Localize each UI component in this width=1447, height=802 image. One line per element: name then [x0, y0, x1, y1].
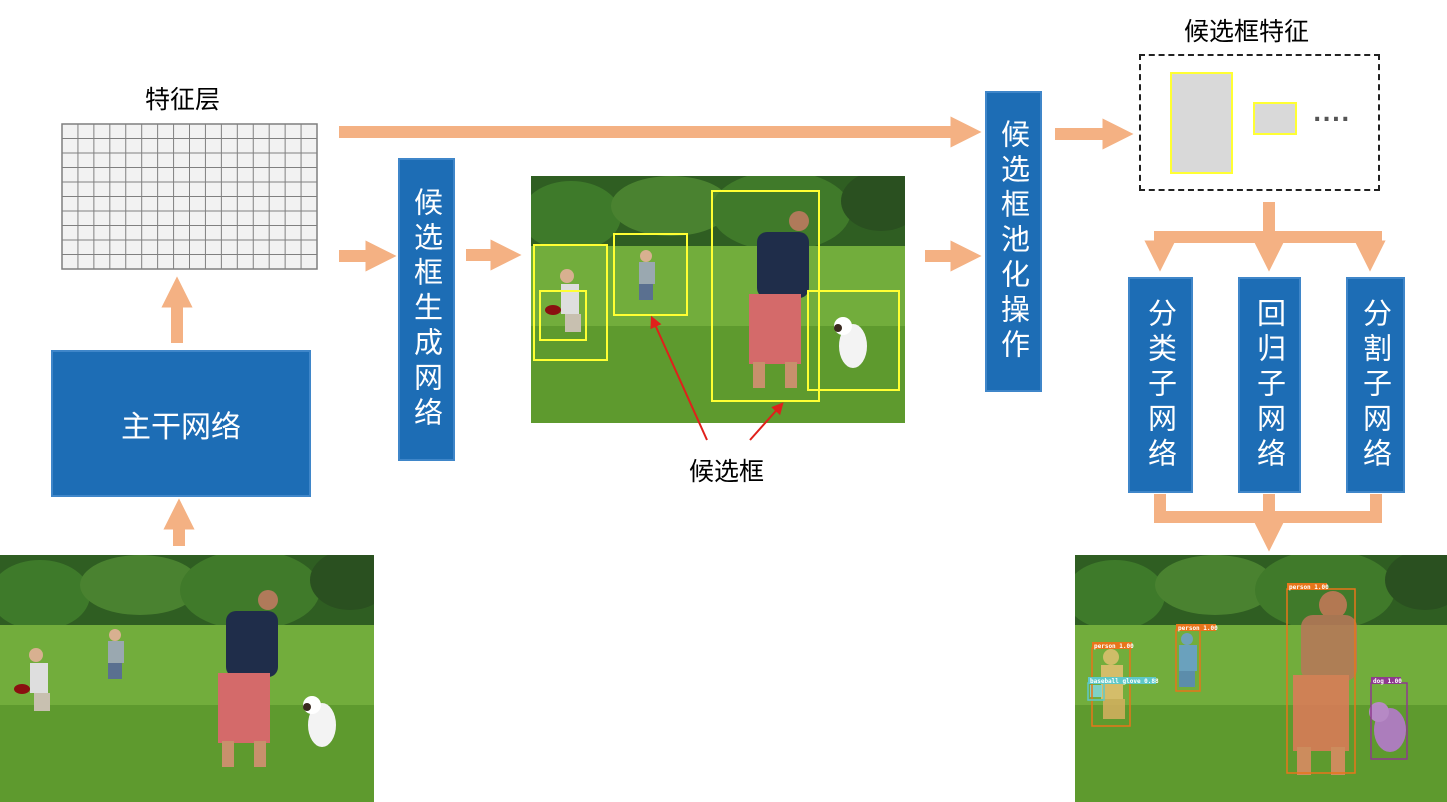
backbone-label: 主干网络: [121, 409, 241, 445]
candidate-boxes-label: 候选框: [689, 457, 765, 486]
det-label-kid1: person 1.00: [1094, 643, 1134, 650]
feature-layer-label: 特征层: [145, 85, 221, 114]
more-features-ellipsis: ....: [1313, 102, 1351, 127]
input-photo: [0, 555, 374, 802]
regression-head-box: 回归子网络: [1238, 277, 1301, 493]
output-photo: person 1.00 person 1.00 baseball glove 0…: [1075, 555, 1447, 802]
det-label-glove: baseball glove 0.88: [1090, 678, 1159, 685]
proposals-photo: [531, 176, 905, 423]
rpn-label: 候选框生成网络: [409, 187, 444, 432]
proposal-box-dog: [807, 290, 900, 391]
roi-features-label: 候选框特征: [1184, 17, 1310, 46]
det-label-kid2: person 1.00: [1178, 625, 1218, 632]
roi-pooling-box: 候选框池化操作: [985, 91, 1042, 392]
proposal-box-kid1: [533, 244, 608, 361]
segmentation-head-label: 分割子网络: [1358, 297, 1393, 473]
det-label-man: person 1.00: [1289, 584, 1329, 591]
rpn-box: 候选框生成网络: [398, 158, 455, 461]
roi-pooling-label: 候选框池化操作: [996, 119, 1031, 364]
segmentation-head-box: 分割子网络: [1346, 277, 1405, 493]
regression-head-label: 回归子网络: [1252, 297, 1287, 473]
roi-features-panel: ....: [1139, 54, 1380, 191]
proposal-box-kid2: [613, 233, 688, 316]
det-label-dog: dog 1.00: [1373, 678, 1402, 685]
proposal-box-glove: [539, 290, 587, 341]
proposal-box-man: [711, 190, 820, 402]
backbone-box: 主干网络: [51, 350, 311, 497]
roi-feature-large: [1170, 72, 1233, 174]
roi-feature-small: [1253, 102, 1297, 135]
classification-head-label: 分类子网络: [1143, 297, 1178, 473]
classification-head-box: 分类子网络: [1128, 277, 1193, 493]
